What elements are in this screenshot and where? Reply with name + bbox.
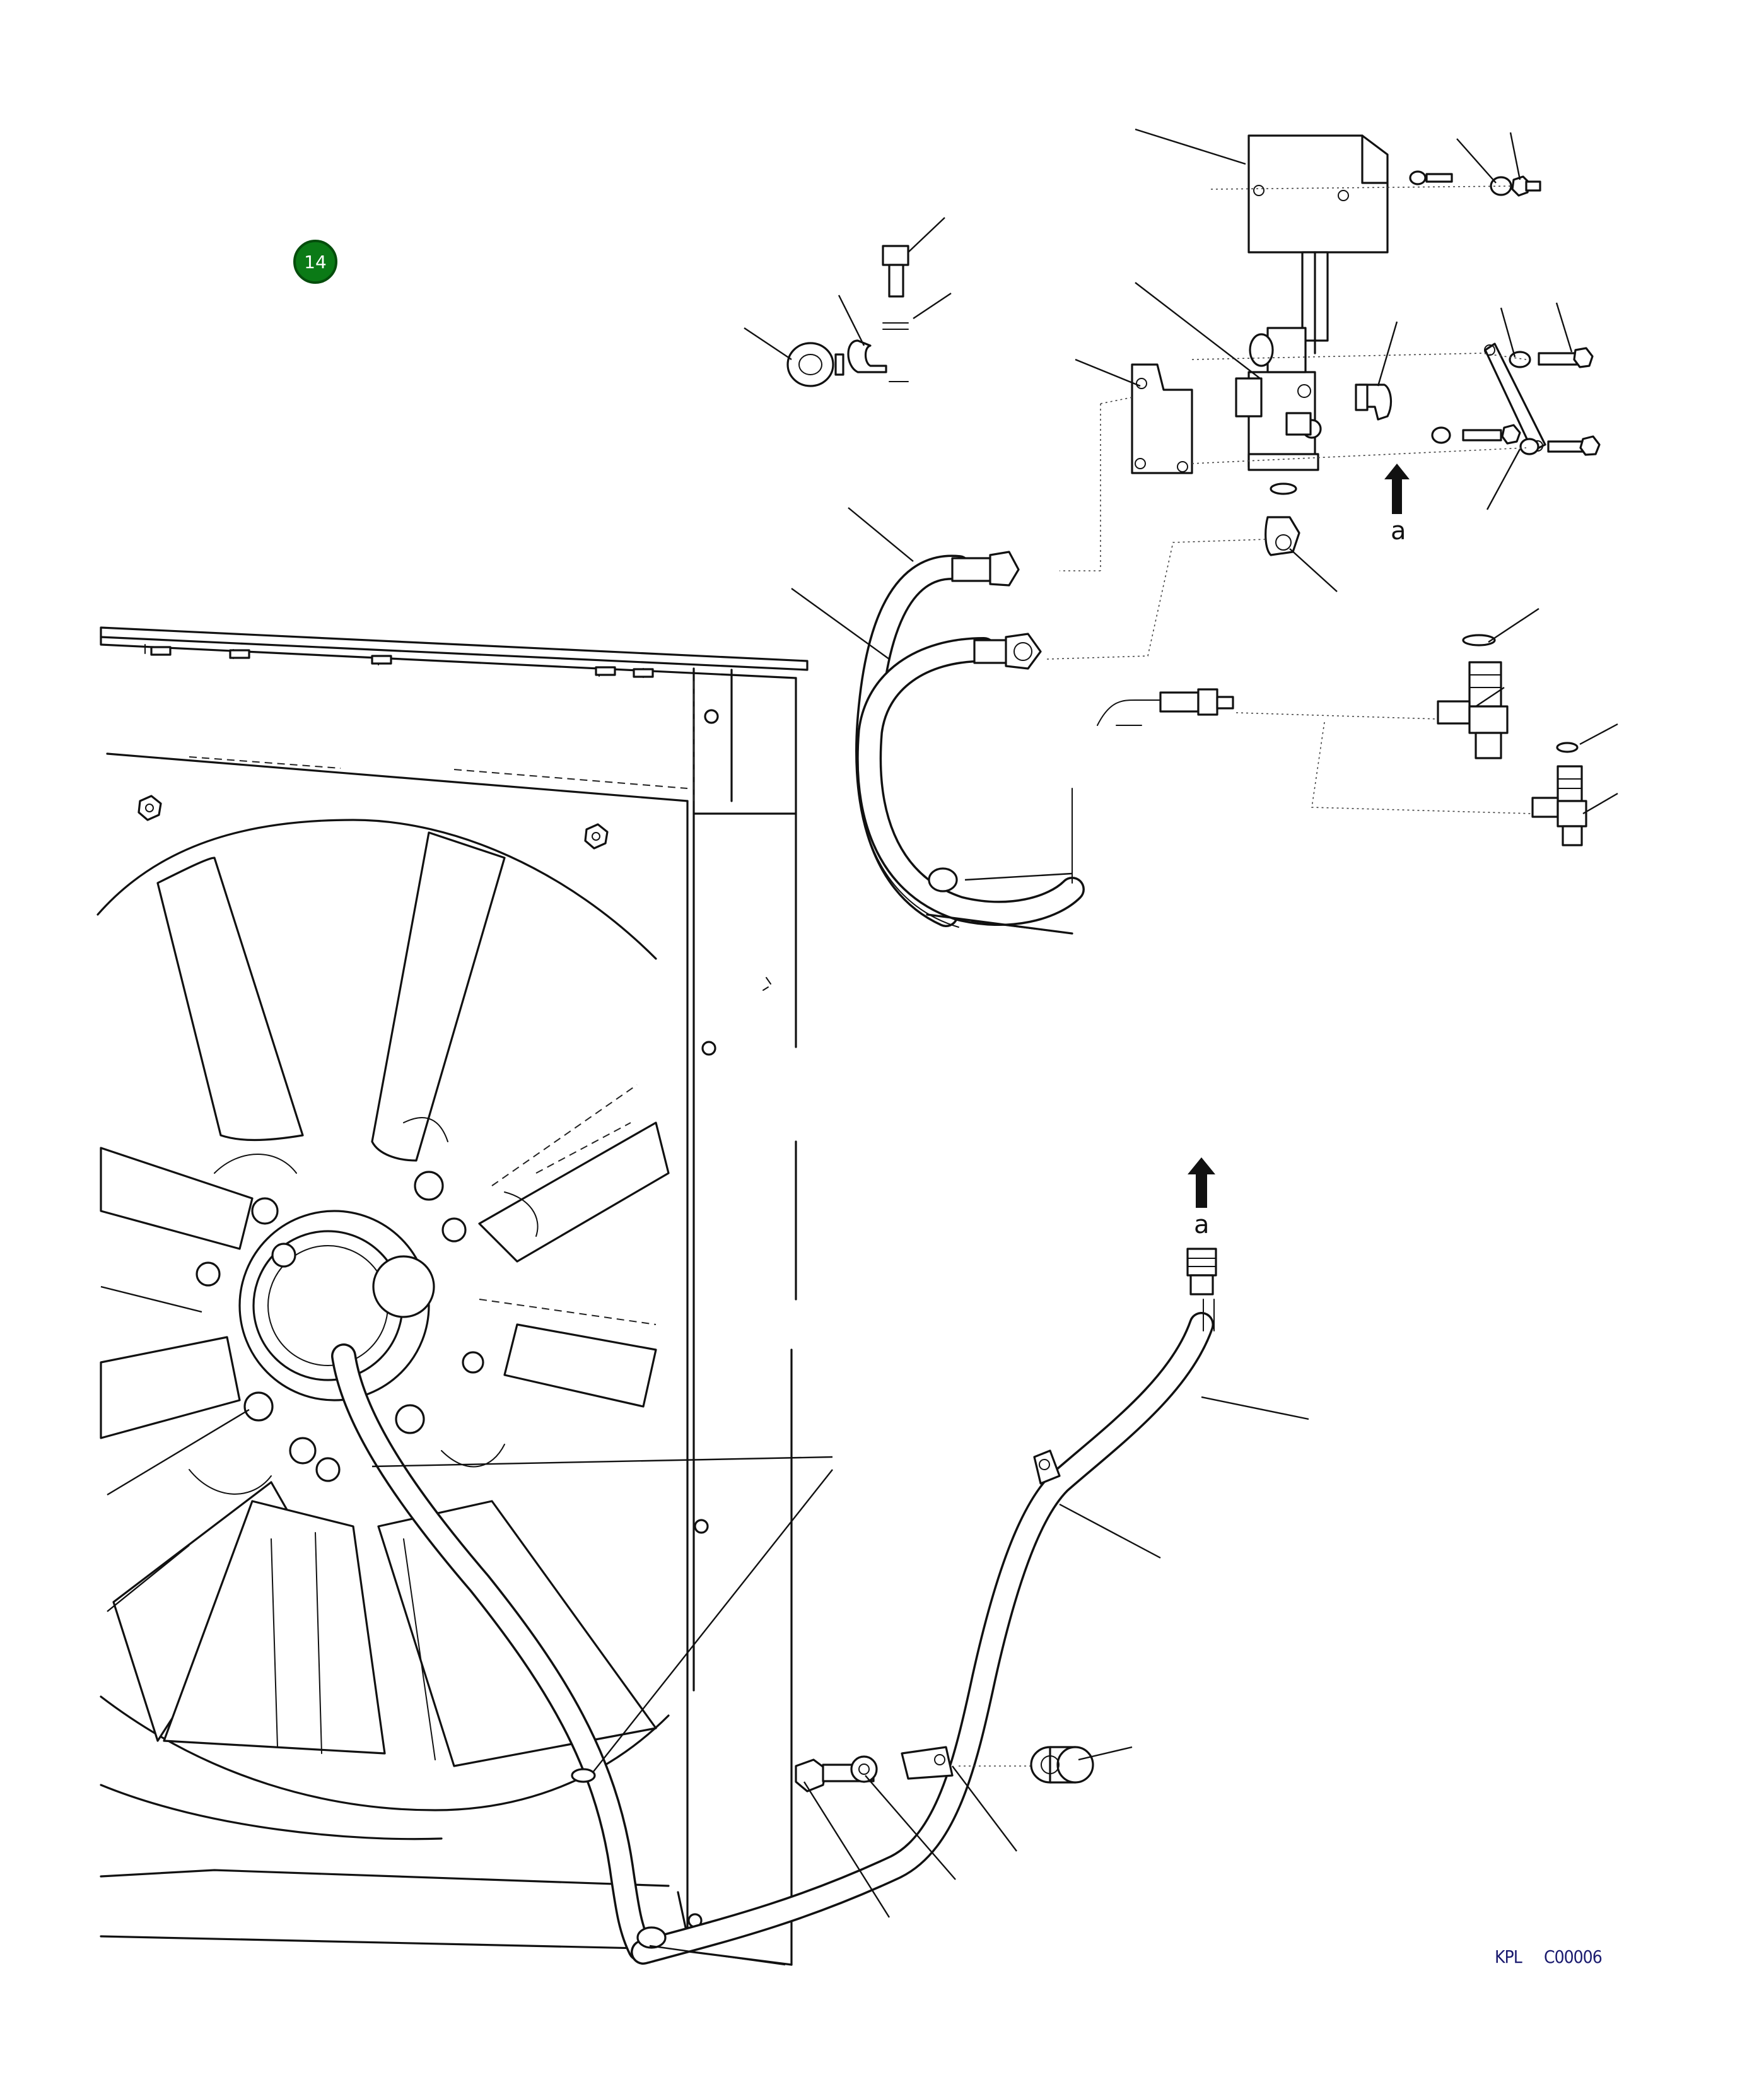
flow-arrow-a-lower: a xyxy=(1188,1157,1215,1239)
figure-code-number: C00006 xyxy=(1544,1946,1602,1967)
figure-code-prefix: KPL xyxy=(1495,1946,1522,1967)
figure-code: KPL C00006 xyxy=(1495,1946,1603,1967)
connector-and-tees xyxy=(1097,634,1587,846)
valve-body xyxy=(1046,170,1601,660)
grommet-clamp-bolt xyxy=(786,245,909,387)
flow-arrow-a-upper: a xyxy=(1384,464,1410,546)
callout-number: 14 xyxy=(304,252,327,272)
callout-badge: 14 xyxy=(293,240,337,284)
leader-lines xyxy=(100,128,1618,1966)
arrow-label: a xyxy=(1391,517,1406,546)
actuator-box xyxy=(1247,134,1389,354)
arrow-label: a xyxy=(1194,1210,1210,1239)
fan-assembly xyxy=(96,819,670,1840)
lower-hardware xyxy=(795,1746,1094,1793)
lower-hose-route xyxy=(331,1248,1217,1965)
upper-hoses xyxy=(855,551,1085,935)
